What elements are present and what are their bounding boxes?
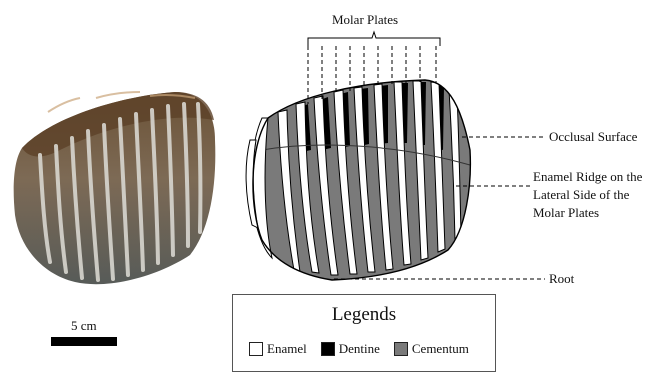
legend-label-dentine: Dentine (339, 341, 380, 357)
molar-schematic (246, 80, 470, 280)
root-label: Root (549, 271, 574, 287)
occlusal-surface-label: Occlusal Surface (549, 129, 637, 145)
legend-label-enamel: Enamel (267, 341, 307, 357)
molar-plates-label: Molar Plates (332, 12, 398, 28)
scale-bar (51, 337, 117, 346)
legend-title: Legends (233, 304, 495, 326)
legend: Legends Enamel Dentine Cementum (232, 294, 496, 372)
dentine-swatch (321, 342, 335, 356)
legend-items: Enamel Dentine Cementum (249, 341, 483, 357)
molar-plates-bracket (308, 32, 440, 46)
scale-bar-label: 5 cm (71, 318, 97, 334)
legend-item-dentine: Dentine (321, 341, 380, 357)
cementum-swatch (394, 342, 408, 356)
legend-item-cementum: Cementum (394, 341, 469, 357)
enamel-swatch (249, 342, 263, 356)
enamel-ridge-label: Enamel Ridge on the Lateral Side of the … (533, 168, 653, 222)
legend-item-enamel: Enamel (249, 341, 307, 357)
fossil-molar-photo (14, 92, 216, 284)
legend-label-cementum: Cementum (412, 341, 469, 357)
